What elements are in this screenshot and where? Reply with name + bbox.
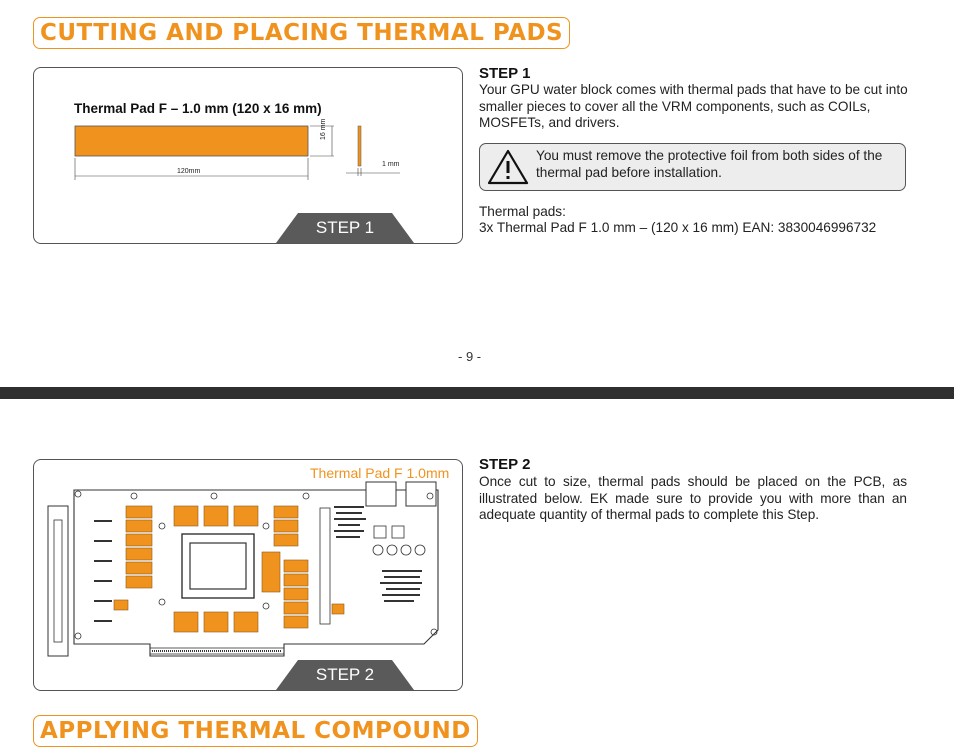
section-title: CUTTING AND PLACING THERMAL PADS [33,17,571,49]
dim-thickness-label: 1 mm [382,161,400,168]
pcb-illustration [47,481,439,657]
dim-length-label: 120mm [177,168,201,175]
step2-figure: Thermal Pad F 1.0mm [33,459,463,691]
warning-text: You must remove the protective foil from… [536,148,883,180]
warning-box: You must remove the protective foil from… [479,143,906,191]
step1-heading: STEP 1 [479,65,531,82]
page-number: - 9 - [458,349,482,364]
step1-text: Your GPU water block comes with thermal … [479,82,908,130]
thermal-pad-side [357,125,362,167]
page-divider [0,387,954,399]
pads-heading: Thermal pads: [479,204,566,219]
step2-text: Once cut to size, thermal pads should be… [479,474,907,522]
step2-heading: STEP 2 [479,456,531,473]
thermal-pad-strip [74,125,309,157]
pad-callout-label: Thermal Pad F 1.0mm [310,465,450,481]
warning-icon [487,149,529,185]
step1-figure: Thermal Pad F – 1.0 mm (120 x 16 mm) 120… [33,67,463,244]
pad-dimension-drawing [74,125,400,180]
pads-item: 3x Thermal Pad F 1.0 mm – (120 x 16 mm) … [479,220,877,235]
next-section-title: APPLYING THERMAL COMPOUND [33,715,478,747]
pad-title: Thermal Pad F – 1.0 mm (120 x 16 mm) [74,101,322,116]
step2-tab: STEP 2 [276,660,414,690]
step1-tab: STEP 1 [276,213,414,243]
dim-width-label: 16 mm [320,118,327,140]
